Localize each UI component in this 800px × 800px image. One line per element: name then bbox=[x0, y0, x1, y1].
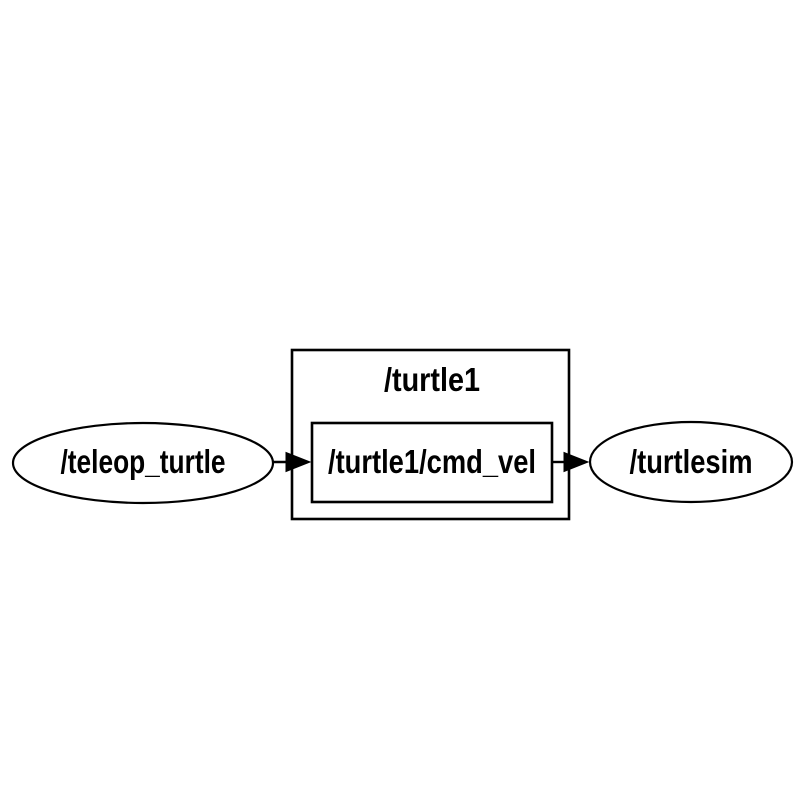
arrowhead-icon bbox=[563, 451, 590, 473]
node-turtlesim[interactable]: /turtlesim bbox=[588, 420, 794, 504]
node-label-teleop-turtle: /teleop_turtle bbox=[61, 443, 226, 480]
edge-teleop-to-cmdvel bbox=[272, 451, 312, 473]
namespace-label: /turtle1 bbox=[384, 361, 480, 398]
topic-cmd-vel[interactable]: /turtle1/cmd_vel bbox=[310, 421, 554, 504]
node-ellipse-teleop-turtle[interactable] bbox=[11, 421, 275, 505]
node-ellipse-turtlesim[interactable] bbox=[588, 420, 794, 504]
topic-label-cmd-vel: /turtle1/cmd_vel bbox=[328, 443, 536, 480]
edge-cmdvel-to-turtlesim bbox=[551, 451, 590, 473]
topic-box-cmd-vel[interactable] bbox=[310, 421, 554, 504]
arrowhead-icon bbox=[285, 451, 312, 473]
node-teleop-turtle[interactable]: /teleop_turtle bbox=[11, 421, 275, 505]
node-label-turtlesim: /turtlesim bbox=[630, 443, 753, 480]
